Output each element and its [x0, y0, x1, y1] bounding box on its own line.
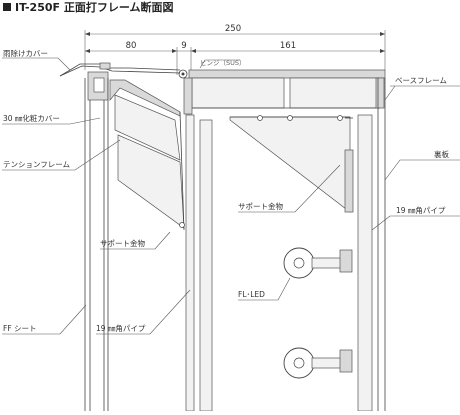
- dimension-lines: [84, 30, 386, 75]
- label-support-right: サポート金物: [238, 201, 283, 211]
- dim-right: 161: [280, 41, 296, 51]
- rain-cover: [59, 62, 181, 101]
- label-fl-led: FL･LED: [238, 290, 265, 299]
- dim-middle: 9: [181, 41, 186, 51]
- right-support: [229, 115, 354, 213]
- label-pipe-left: 19 ㎜角パイプ: [96, 323, 146, 333]
- leader-lines: [2, 57, 460, 335]
- label-pipe-right: 19 ㎜角パイプ: [396, 205, 446, 215]
- label-hinge: ヒンジ（SUS）: [200, 59, 246, 67]
- diagram-title: IT-250F 正面打フレーム断面図: [15, 0, 174, 14]
- dim-left: 80: [126, 41, 137, 51]
- fl-led-lower: [283, 347, 353, 379]
- fl-led-upper: [283, 247, 353, 279]
- right-frame: [357, 78, 386, 412]
- label-support-left: サポート金物: [100, 238, 145, 248]
- label-rain-cover: 雨除けカバー: [3, 48, 48, 58]
- label-base-frame: ベースフレーム: [395, 76, 447, 85]
- dim-total: 250: [225, 24, 241, 34]
- base-frame: [183, 69, 386, 115]
- label-ff-sheet: FF シート: [3, 324, 37, 333]
- title-square-icon: [3, 3, 11, 11]
- label-decor-cover: 30 ㎜化粧カバー: [3, 113, 60, 123]
- left-frame: [84, 78, 213, 412]
- label-back-plate: 裏板: [434, 149, 449, 159]
- hinge: [178, 69, 188, 79]
- label-tension-frame: テンションフレーム: [3, 160, 70, 169]
